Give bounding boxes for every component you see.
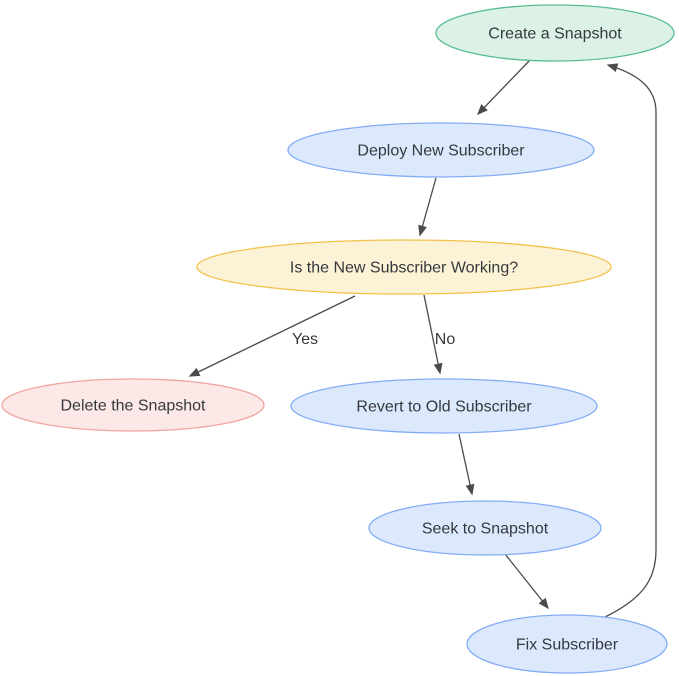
delete-the-snapshot-label: Delete the Snapshot bbox=[61, 398, 207, 415]
deploy-new-subscriber-ellipse bbox=[287, 122, 595, 178]
fix-subscriber-label: Fix Subscriber bbox=[516, 637, 619, 654]
edge-deploy-to-isworking bbox=[418, 177, 437, 237]
edge-fix-to-create bbox=[602, 63, 657, 619]
deploy-new-subscriber-label: Deploy New Subscriber bbox=[357, 143, 525, 160]
delete-the-snapshot-ellipse bbox=[1, 378, 265, 432]
node-delete-the-snapshot: Delete the Snapshot bbox=[1, 378, 265, 432]
edge-create-to-deploy bbox=[476, 59, 531, 116]
node-create-a-snapshot: Create a Snapshot bbox=[435, 4, 675, 62]
node-deploy-new-subscriber: Deploy New Subscriber bbox=[287, 122, 595, 178]
edge-label-yes: Yes bbox=[292, 331, 318, 348]
edge-label-no: No bbox=[435, 331, 456, 348]
edge-isworking-to-delete bbox=[188, 295, 356, 377]
edge-seek-to-fix bbox=[504, 553, 549, 610]
edge-isworking-to-revert bbox=[423, 294, 443, 375]
seek-to-snapshot-label: Seek to Snapshot bbox=[422, 521, 549, 538]
seek-to-snapshot-ellipse bbox=[368, 500, 602, 556]
node-seek-to-snapshot: Seek to Snapshot bbox=[368, 500, 602, 556]
is-the-new-subscriber-working-ellipse bbox=[196, 239, 612, 295]
edges-layer: Yes No bbox=[188, 59, 657, 619]
revert-to-old-subscriber-label: Revert to Old Subscriber bbox=[356, 399, 532, 416]
node-is-the-new-subscriber-working: Is the New Subscriber Working? bbox=[196, 239, 612, 295]
node-revert-to-old-subscriber: Revert to Old Subscriber bbox=[290, 378, 598, 434]
revert-to-old-subscriber-ellipse bbox=[290, 378, 598, 434]
create-a-snapshot-ellipse bbox=[435, 4, 675, 62]
node-fix-subscriber: Fix Subscriber bbox=[466, 614, 668, 674]
create-a-snapshot-label: Create a Snapshot bbox=[488, 26, 622, 43]
is-the-new-subscriber-working-label: Is the New Subscriber Working? bbox=[290, 260, 518, 277]
fix-subscriber-ellipse bbox=[466, 614, 668, 674]
edge-revert-to-seek bbox=[458, 433, 475, 496]
